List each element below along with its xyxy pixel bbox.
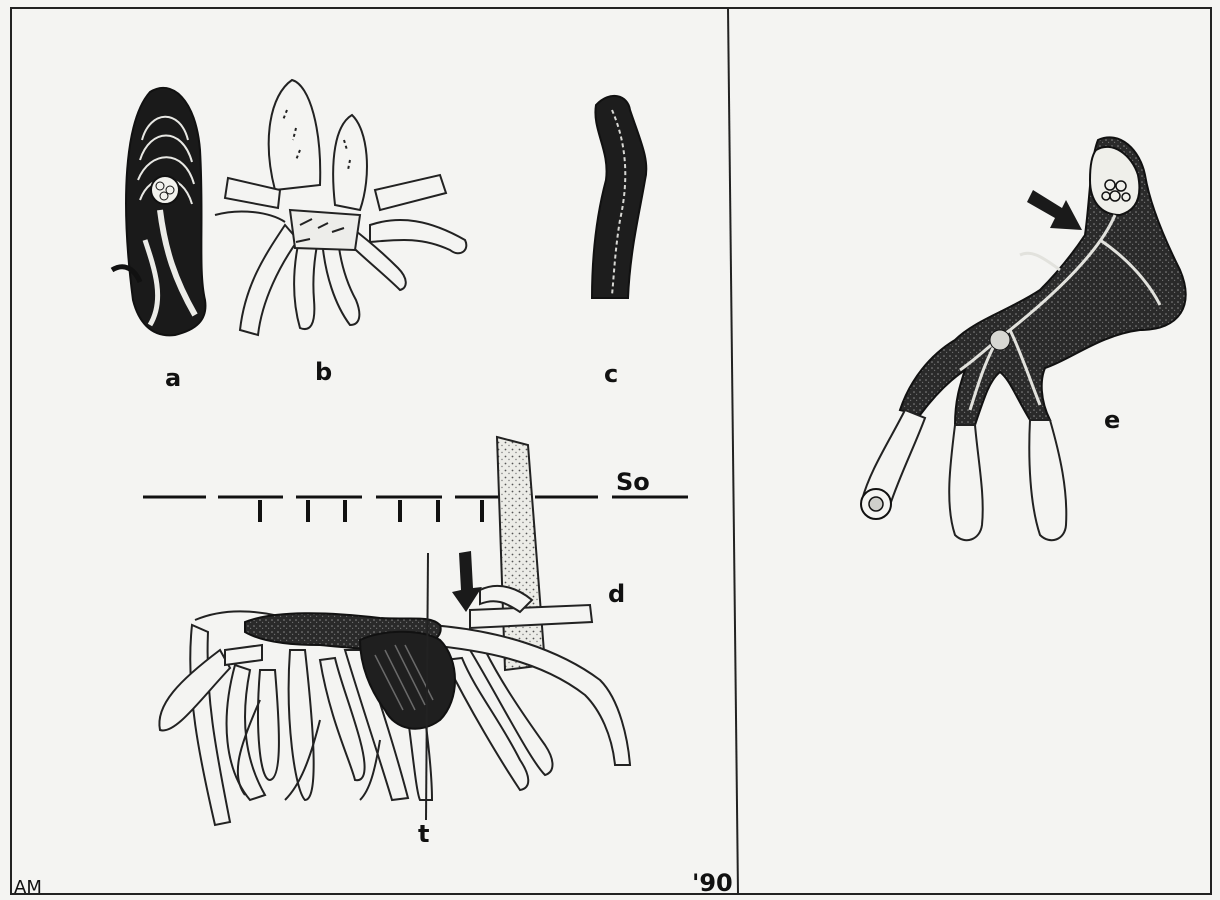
figure-a-section: [112, 88, 205, 335]
label-section-line: t: [418, 820, 429, 848]
figure-b-rootlet-cluster: [215, 80, 466, 335]
figure-d-arrow: [452, 551, 482, 612]
drawing-year: '90: [692, 869, 733, 897]
figure-e-arrow: [1027, 190, 1082, 230]
label-figure-c: c: [604, 360, 618, 388]
label-figure-e: e: [1104, 406, 1120, 434]
label-figure-d: d: [608, 580, 625, 608]
figure-d-soil-surface: [143, 497, 688, 522]
label-figure-a: a: [165, 364, 181, 392]
figure-c-rod: [592, 96, 646, 298]
figure-d-stem: [497, 437, 545, 670]
figure-e-section: [900, 137, 1186, 425]
label-soil-surface: So: [616, 468, 650, 496]
label-figure-b: b: [315, 358, 332, 386]
figure-e-roots: [861, 410, 1066, 540]
artist-initials: AM: [14, 877, 42, 898]
